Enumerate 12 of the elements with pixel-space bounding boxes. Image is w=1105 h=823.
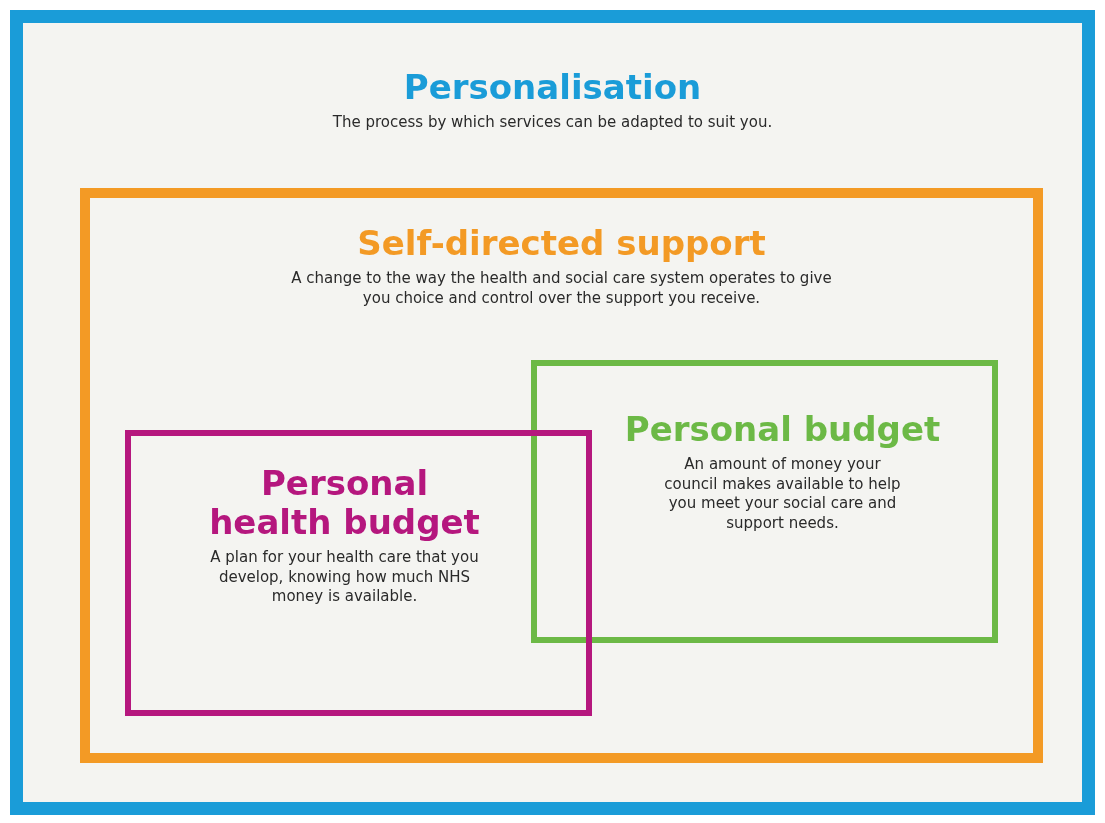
heading: Personal health budget xyxy=(208,464,481,543)
description: An amount of money your council makes available to help you meet your social care and support needs. xyxy=(663,455,902,534)
description: The process by which services can be adapted to suit you. xyxy=(331,113,774,133)
bordered-panel xyxy=(531,360,998,643)
description: A plan for your health care that you develop, knowing how much NHS money is available. xyxy=(209,548,480,607)
heading: Personalisation xyxy=(402,68,703,108)
heading: Personal budget xyxy=(623,410,942,450)
description: A change to the way the health and social care system operates to give you choice and control over the support you receive. xyxy=(290,269,833,309)
bordered-panel xyxy=(10,10,1095,815)
heading: Self-directed support xyxy=(356,224,767,264)
bordered-panel xyxy=(125,430,592,716)
bordered-panel xyxy=(80,188,1043,763)
